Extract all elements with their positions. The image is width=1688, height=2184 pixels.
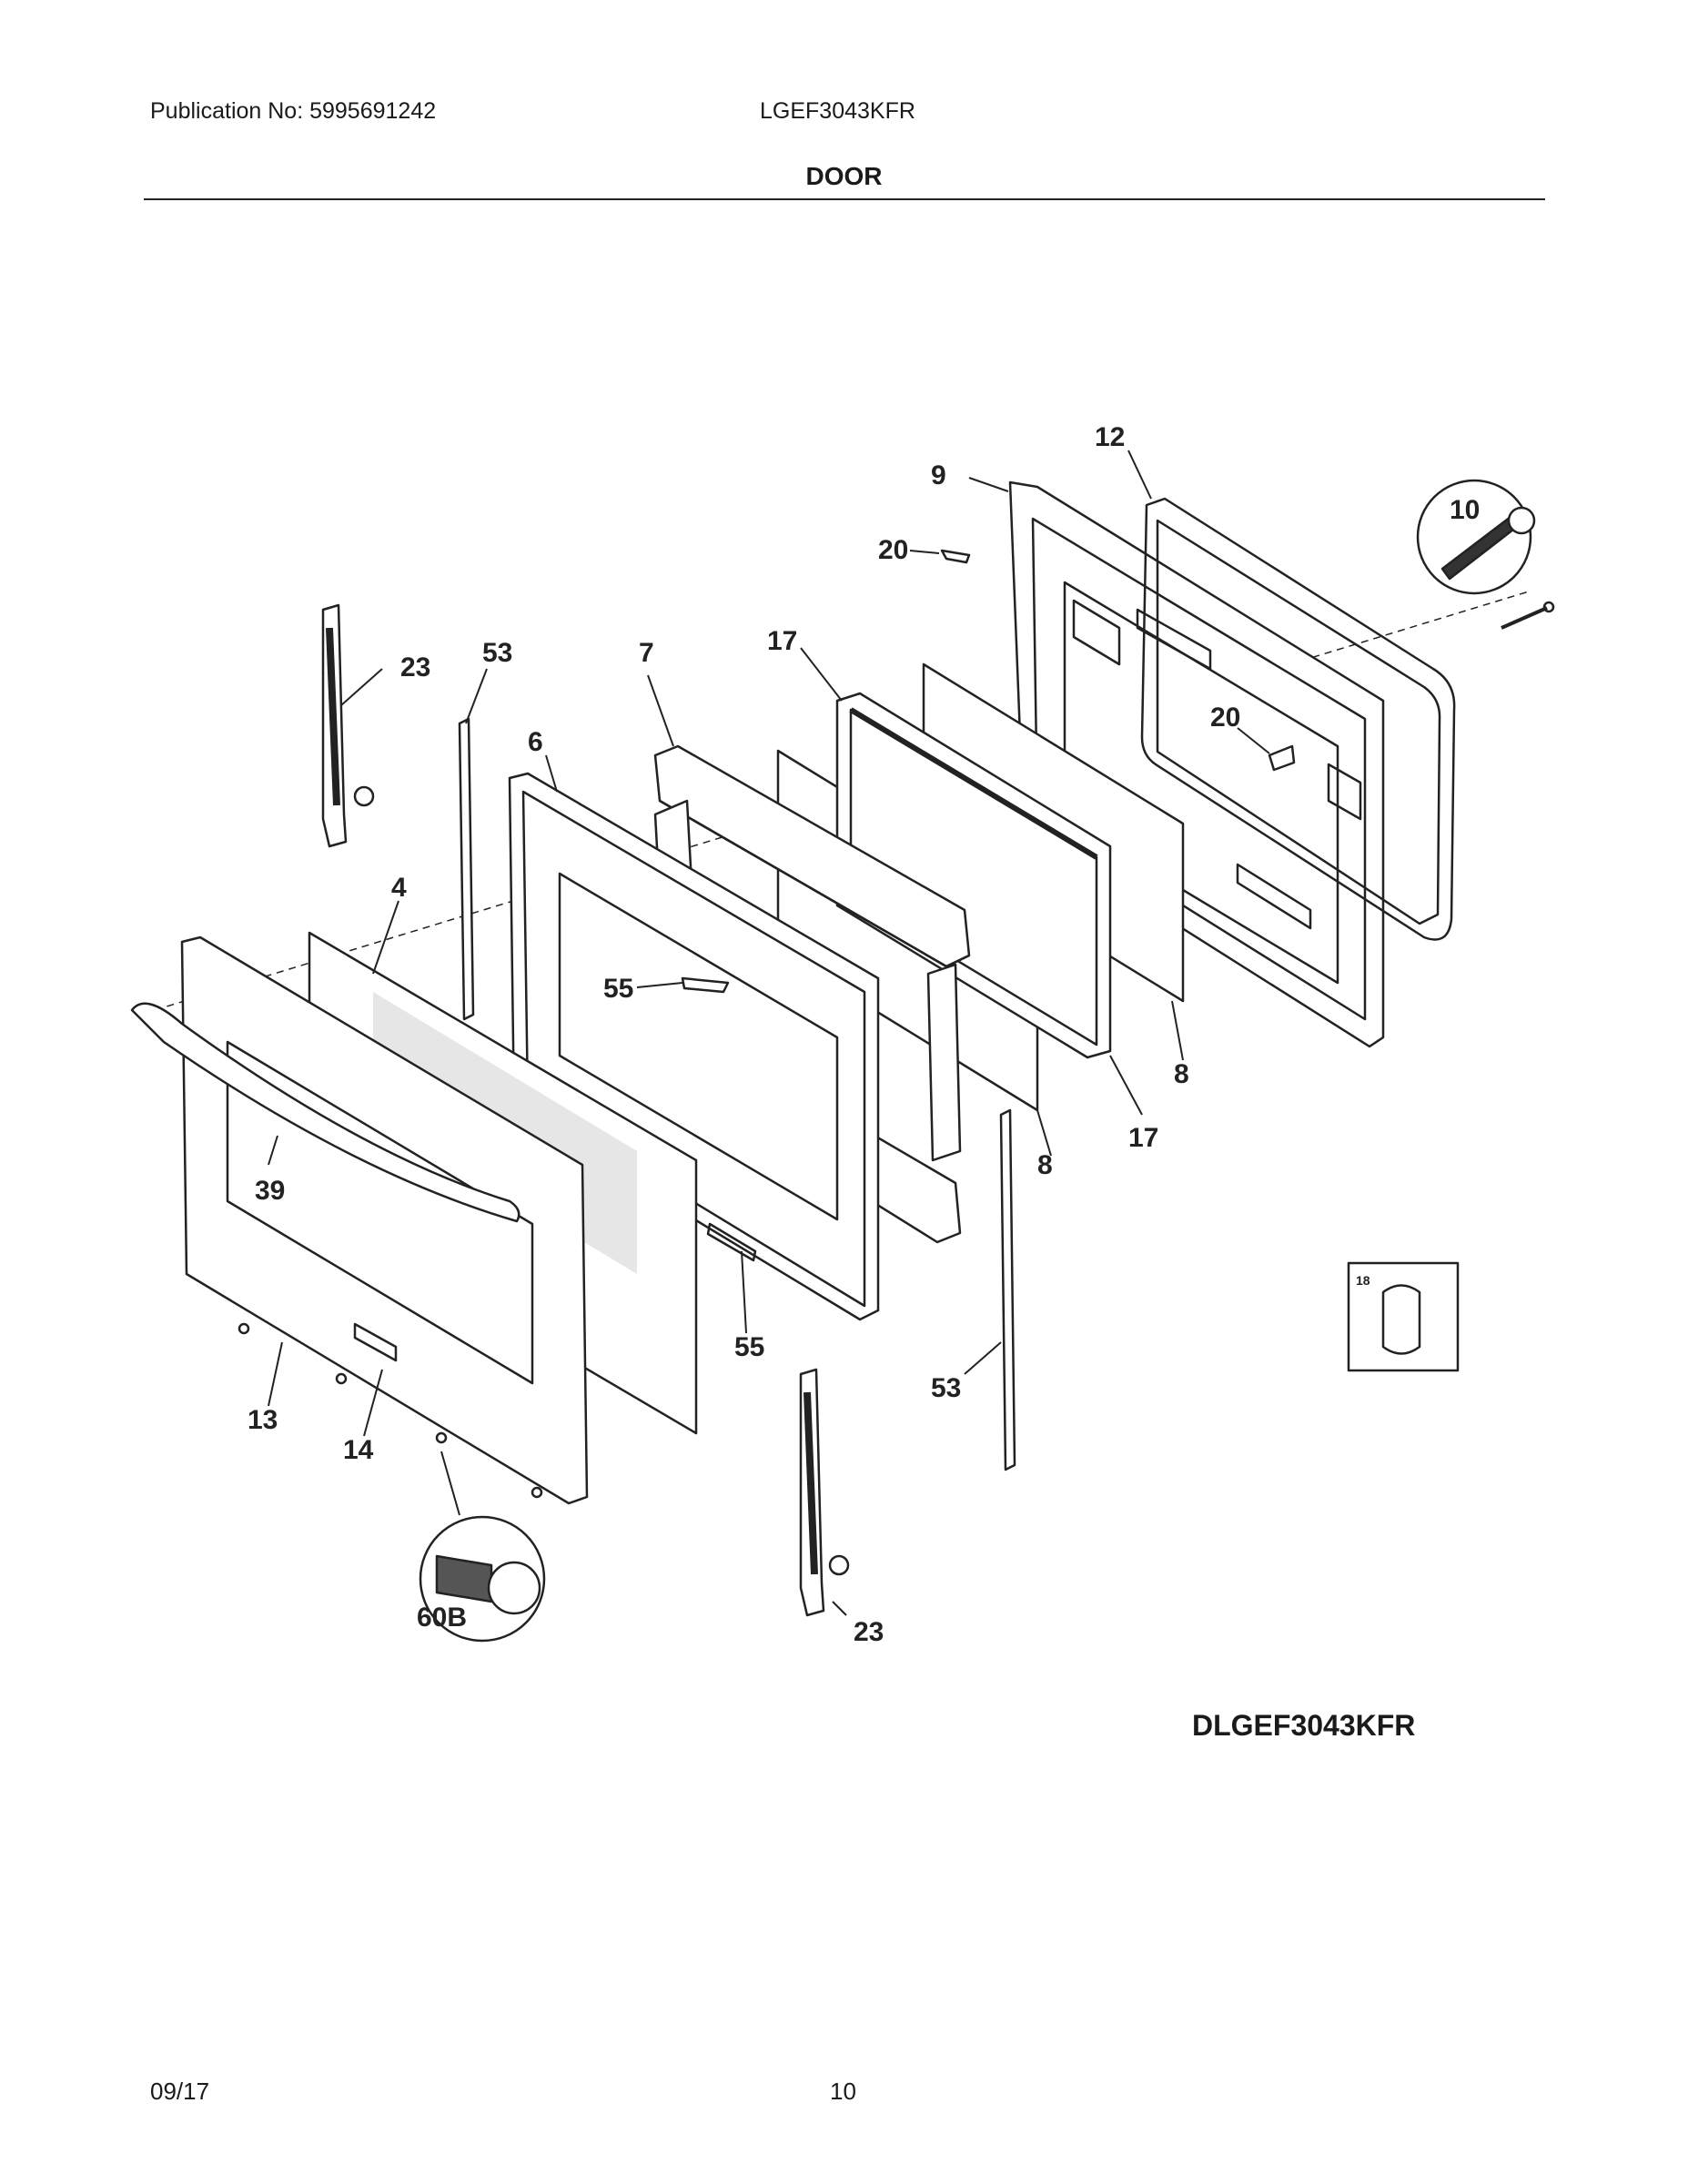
callout-55-upper: 55 <box>603 974 633 1004</box>
section-title: DOOR <box>805 162 883 190</box>
callout-60b: 60B <box>417 1603 467 1633</box>
callout-17-upper: 17 <box>767 626 797 656</box>
screw-icon <box>238 1322 250 1335</box>
hinge-part-23-upper <box>321 603 375 848</box>
bracket-part-55-upper <box>681 976 730 994</box>
screw-icon <box>435 1431 448 1444</box>
callout-39: 39 <box>255 1176 285 1206</box>
callout-8-left: 8 <box>1037 1150 1053 1180</box>
door-gasket-part-12 <box>1140 497 1456 941</box>
callout-53-lower: 53 <box>931 1373 961 1403</box>
door-liner-part-9 <box>1008 480 1385 1048</box>
screw-detail-circle-10 <box>1416 479 1536 595</box>
model-number: LGEF3043KFR <box>760 98 915 124</box>
callout-20-upper: 20 <box>878 535 908 565</box>
callout-14: 14 <box>343 1435 374 1465</box>
callout-13: 13 <box>248 1405 278 1435</box>
callout-17-lower: 17 <box>1128 1123 1158 1153</box>
inner-door-frame-part-6 <box>508 772 880 1321</box>
handle-part-39 <box>130 1002 521 1223</box>
header-rule <box>144 198 1545 200</box>
callout-23-lower: 23 <box>854 1617 884 1647</box>
callout-20-lower: 20 <box>1210 703 1240 733</box>
bracket-part-55-lower <box>706 1222 757 1262</box>
callout-7: 7 <box>639 638 654 668</box>
callout-23-upper: 23 <box>400 652 430 682</box>
side-rail-part-53-right <box>999 1108 1016 1471</box>
diagram-id: DLGEF3043KFR <box>1192 1709 1416 1742</box>
clip-part-20-lower <box>1268 744 1296 772</box>
callout-4: 4 <box>391 873 407 903</box>
screw-icon <box>531 1486 543 1499</box>
footer-date: 09/17 <box>150 2078 210 2105</box>
callout-18: 18 <box>1356 1273 1370 1288</box>
outer-door-panel-part-13 <box>180 935 589 1505</box>
callout-53-upper: 53 <box>482 638 512 668</box>
side-rail-part-53-left <box>458 717 475 1021</box>
callout-55-lower: 55 <box>734 1332 764 1362</box>
screw-icon <box>335 1372 348 1385</box>
glass-frame-part-17 <box>835 692 1112 1059</box>
screw-detail-circle-60b <box>419 1515 546 1643</box>
callout-12: 12 <box>1095 422 1125 452</box>
callout-8-right: 8 <box>1174 1059 1189 1089</box>
clip-part-20-upper <box>940 549 971 564</box>
page-number: 10 <box>830 2078 856 2105</box>
callout-6: 6 <box>528 727 543 757</box>
screw-part-10 <box>1501 606 1548 630</box>
hinge-part-23-lower <box>799 1368 850 1617</box>
callout-10: 10 <box>1450 495 1480 525</box>
publication-number: Publication No: 5995691242 <box>150 98 437 124</box>
callout-9: 9 <box>931 460 946 490</box>
